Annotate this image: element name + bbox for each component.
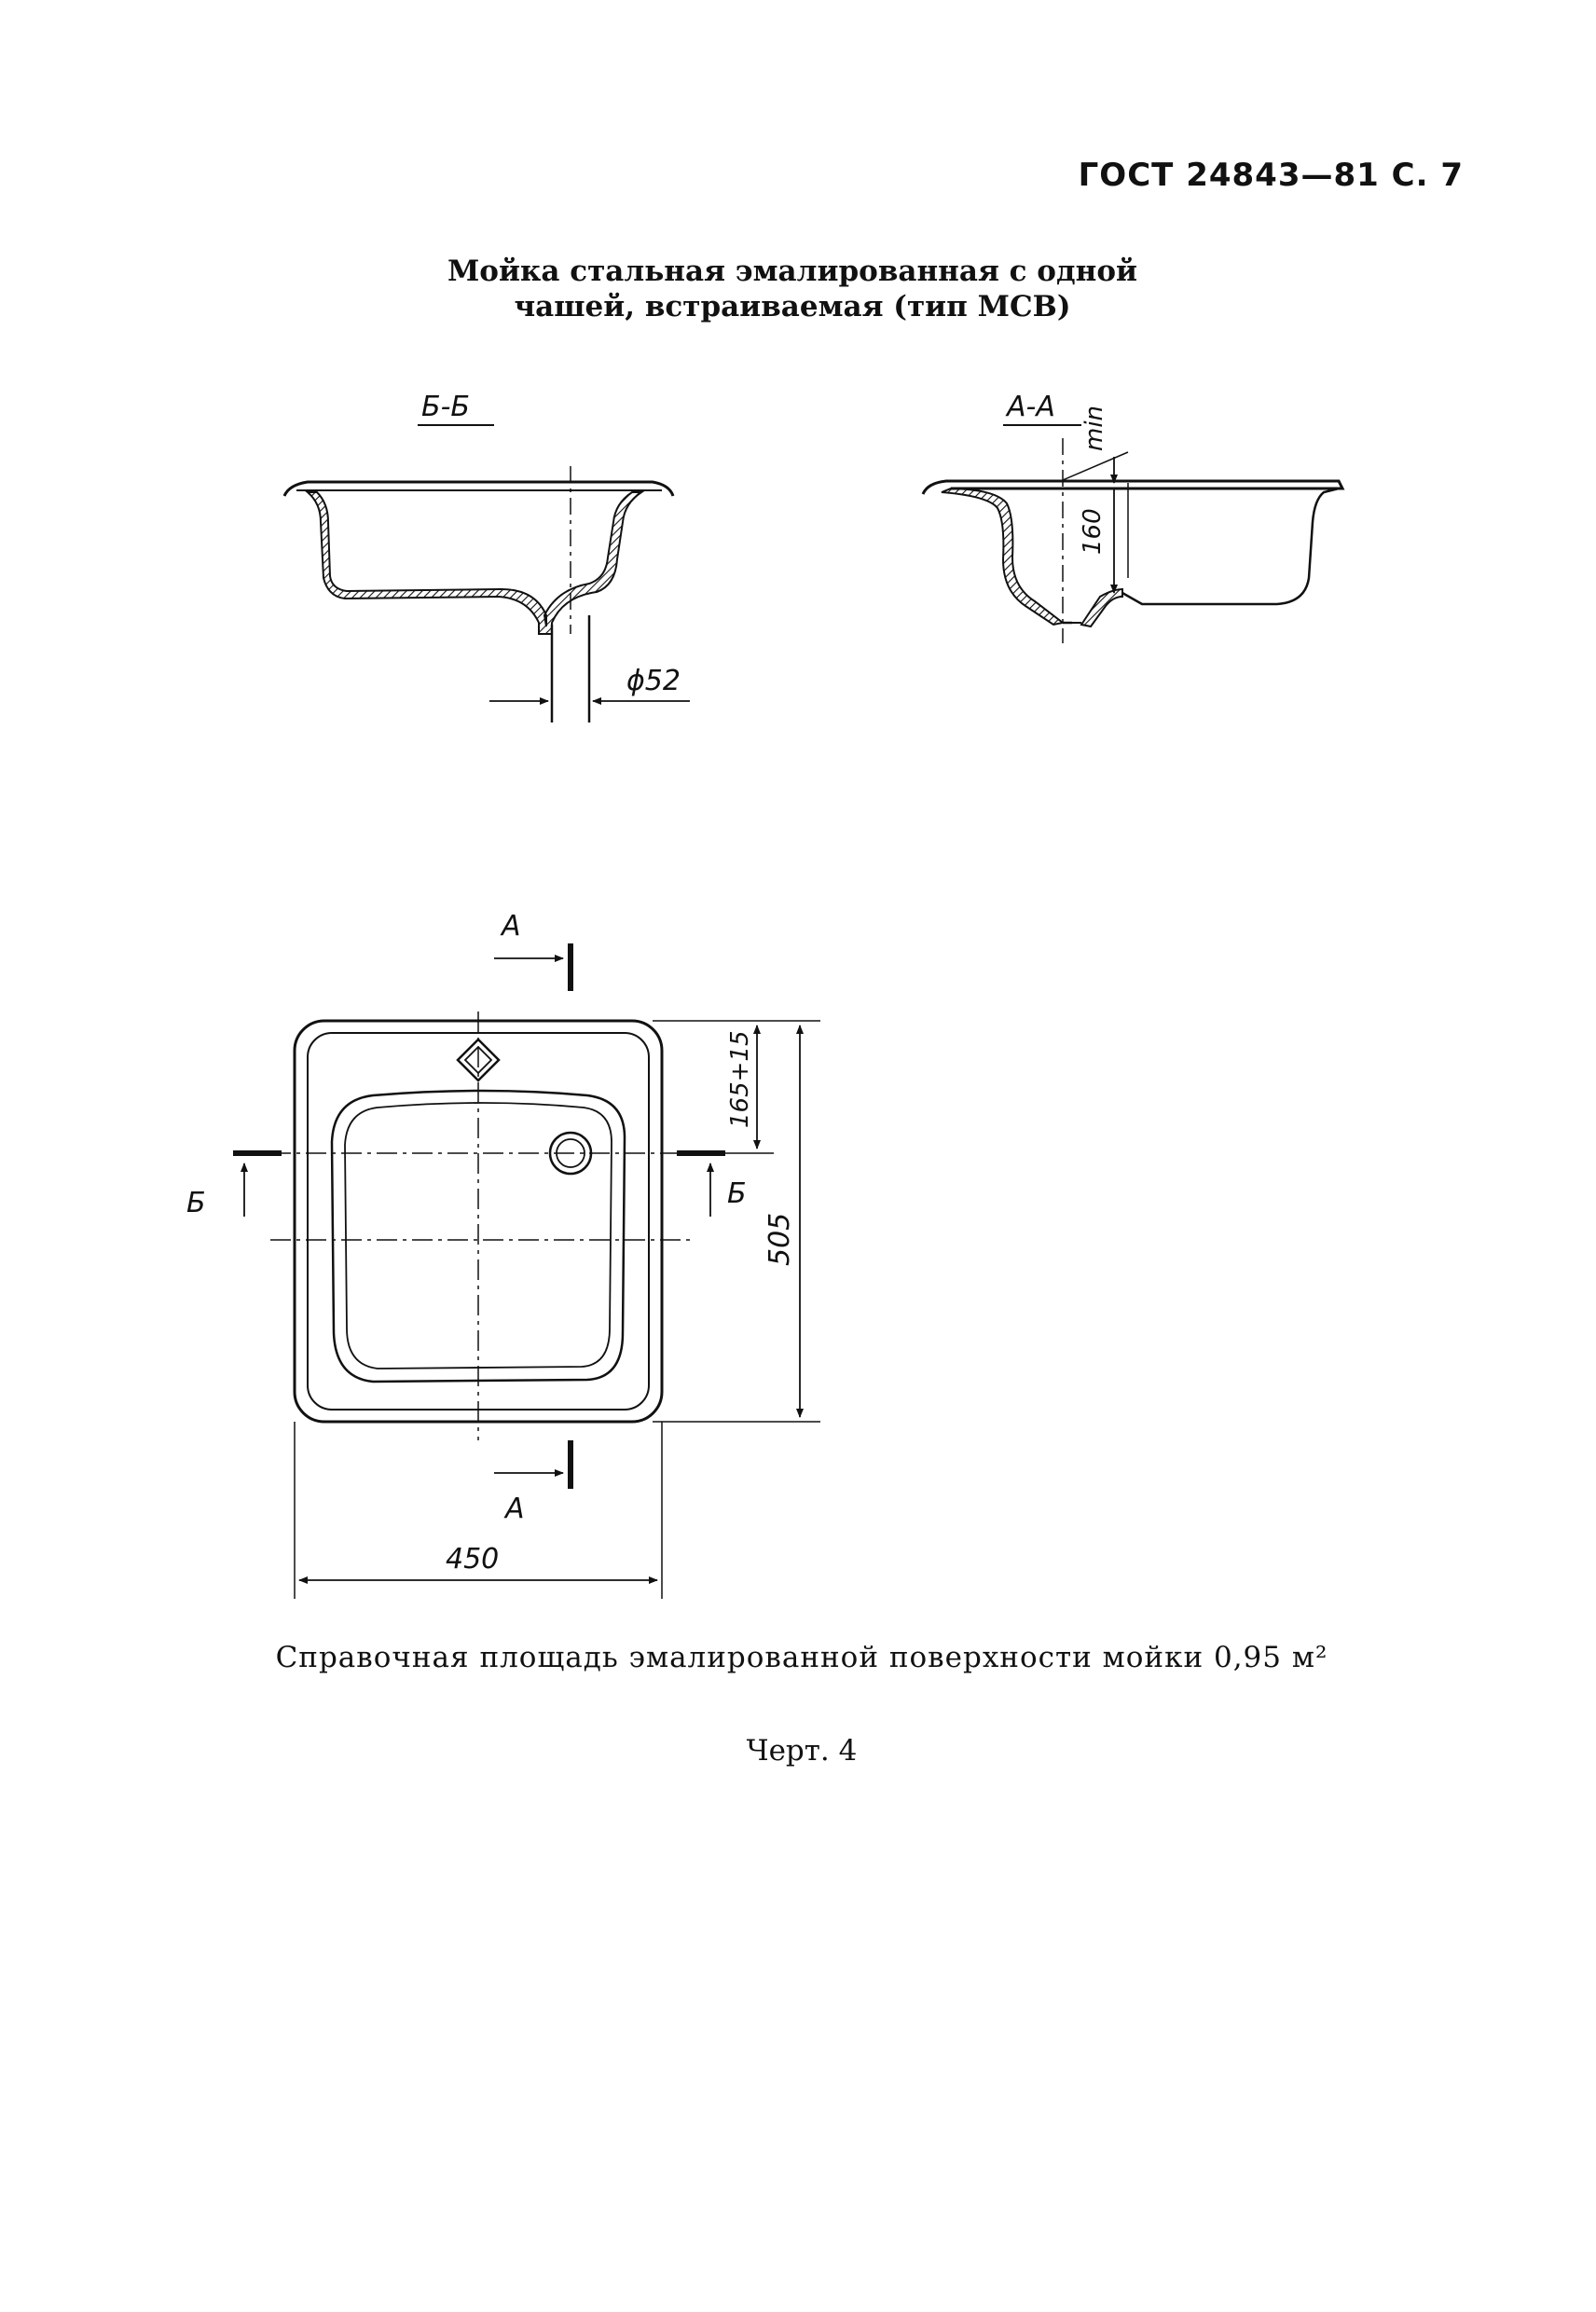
faucet-hole bbox=[456, 1038, 501, 1082]
title-line-1: Мойка стальная эмалированная с одной bbox=[447, 255, 1138, 288]
aa-min-label: min bbox=[1080, 406, 1108, 451]
cut-b-right-label: Б bbox=[727, 1177, 747, 1210]
aa-wall-left bbox=[941, 487, 1066, 626]
aa-rim bbox=[921, 479, 1345, 495]
dim-width-label: 450 bbox=[446, 1543, 499, 1576]
aa-wall-right bbox=[1063, 487, 1340, 625]
aa-depth-label: 160 bbox=[1079, 508, 1107, 555]
aa-min-leader bbox=[1062, 451, 1129, 481]
plan-bowl-inner bbox=[344, 1102, 612, 1369]
surface-area-note: Справочная площадь эмалированной поверхн… bbox=[275, 1641, 1328, 1674]
standard-header: ГОСТ 24843—81 С. 7 bbox=[1078, 157, 1464, 194]
figure-caption: Черт. 4 bbox=[746, 1734, 858, 1768]
bb-wall bbox=[305, 491, 645, 635]
bb-rim bbox=[282, 480, 675, 497]
section-bb: Б-Б ϕ52 bbox=[282, 391, 690, 722]
dim-length-label: 505 bbox=[764, 1213, 796, 1266]
cut-a-top-label: А bbox=[500, 910, 521, 943]
aa-drain-step bbox=[1080, 587, 1123, 628]
dim-offset-label: 165+15 bbox=[726, 1031, 754, 1129]
section-aa: А-А min 160 bbox=[921, 391, 1345, 643]
cut-b-left-label: Б bbox=[186, 1187, 206, 1219]
drawing-title: Мойка стальная эмалированная с одной чаш… bbox=[373, 254, 1212, 324]
plan-bowl-outer bbox=[330, 1089, 626, 1383]
section-aa-label: А-А bbox=[1005, 391, 1055, 423]
plan-view: А А Б Б 165+15 505 450 bbox=[186, 910, 820, 1599]
bb-diameter-label: ϕ52 bbox=[626, 665, 681, 697]
cut-a-bottom-label: А bbox=[503, 1493, 525, 1525]
title-line-2: чашей, встраиваемая (тип МСВ) bbox=[514, 290, 1071, 323]
section-bb-label: Б-Б bbox=[421, 391, 470, 423]
